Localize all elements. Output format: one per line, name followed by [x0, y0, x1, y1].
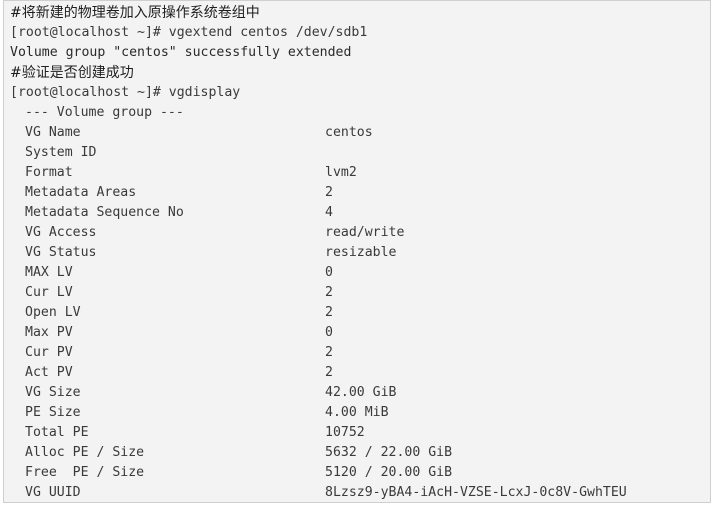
field-key: Metadata Sequence No [25, 205, 184, 220]
field-row: Format lvm2 [10, 163, 704, 183]
field-row: VG UUID 8Lzsz9-yBA4-iAcH-VZSE-LcxJ-0c8V-G… [10, 483, 704, 503]
field-value: 4 [325, 205, 333, 220]
field-row: Cur PV 2 [10, 343, 704, 363]
field-value: 2 [325, 345, 333, 360]
field-row: Metadata Areas 2 [10, 183, 704, 203]
field-value: 2 [325, 365, 333, 380]
field-row: Total PE 10752 [10, 423, 704, 443]
field-key: Act PV [25, 365, 73, 380]
field-value: 0 [325, 265, 333, 280]
field-key: PE Size [25, 405, 81, 420]
field-key: Cur PV [25, 345, 73, 360]
field-value: 8Lzsz9-yBA4-iAcH-VZSE-LcxJ-0c8V-GwhTEU [325, 485, 627, 500]
field-value: 42.00 GiB [325, 385, 397, 400]
field-row: Free PE / Size 5120 / 20.00 GiB [10, 463, 704, 483]
field-key: VG Status [25, 245, 97, 260]
field-key: VG Name [25, 125, 81, 140]
field-key: Format [25, 165, 73, 180]
field-row: VG Name centos [10, 123, 704, 143]
field-value: 0 [325, 325, 333, 340]
field-value: 2 [325, 305, 333, 320]
terminal-window[interactable]: #将新建的物理卷加入原操作系统卷组中 [root@localhost ~]# v… [3, 0, 711, 503]
field-key: VG Access [25, 225, 97, 240]
field-value: 10752 [325, 425, 365, 440]
command-line: [root@localhost ~]# vgdisplay [10, 85, 241, 100]
field-row: VG Access read/write [10, 223, 704, 243]
field-row: System ID [10, 143, 704, 163]
field-value: read/write [325, 225, 405, 240]
field-key: VG UUID [25, 485, 81, 500]
field-value: 5632 / 22.00 GiB [325, 445, 453, 460]
section-header: --- Volume group --- [25, 105, 184, 120]
field-key: Max PV [25, 325, 73, 340]
field-key: Total PE [25, 425, 89, 440]
field-value: centos [325, 125, 373, 140]
field-row: Max PV 0 [10, 323, 704, 343]
field-key: MAX LV [25, 265, 73, 280]
field-key: Open LV [25, 305, 81, 320]
field-value: lvm2 [325, 165, 357, 180]
field-row: VG Status resizable [10, 243, 704, 263]
field-key: Cur LV [25, 285, 73, 300]
field-key: Free PE / Size [25, 465, 145, 480]
field-key: Metadata Areas [25, 185, 137, 200]
field-key: System ID [25, 145, 97, 160]
field-value: 2 [325, 185, 333, 200]
field-row: MAX LV 0 [10, 263, 704, 283]
command-line: [root@localhost ~]# vgextend centos /dev… [10, 25, 368, 40]
comment-line: #验证是否创建成功 [10, 65, 134, 81]
field-row: PE Size 4.00 MiB [10, 403, 704, 423]
field-row: Open LV 2 [10, 303, 704, 323]
field-row: VG Size 42.00 GiB [10, 383, 704, 403]
comment-line: #将新建的物理卷加入原操作系统卷组中 [10, 5, 260, 21]
output-line: Volume group "centos" successfully exten… [10, 45, 352, 60]
field-row: Metadata Sequence No 4 [10, 203, 704, 223]
field-key: Alloc PE / Size [25, 445, 145, 460]
field-row: Alloc PE / Size 5632 / 22.00 GiB [10, 443, 704, 463]
field-value: 4.00 MiB [325, 405, 389, 420]
field-value: 2 [325, 285, 333, 300]
field-row: Act PV 2 [10, 363, 704, 383]
field-key: VG Size [25, 385, 81, 400]
field-value: 5120 / 20.00 GiB [325, 465, 453, 480]
field-value: resizable [325, 245, 397, 260]
field-row: Cur LV 2 [10, 283, 704, 303]
